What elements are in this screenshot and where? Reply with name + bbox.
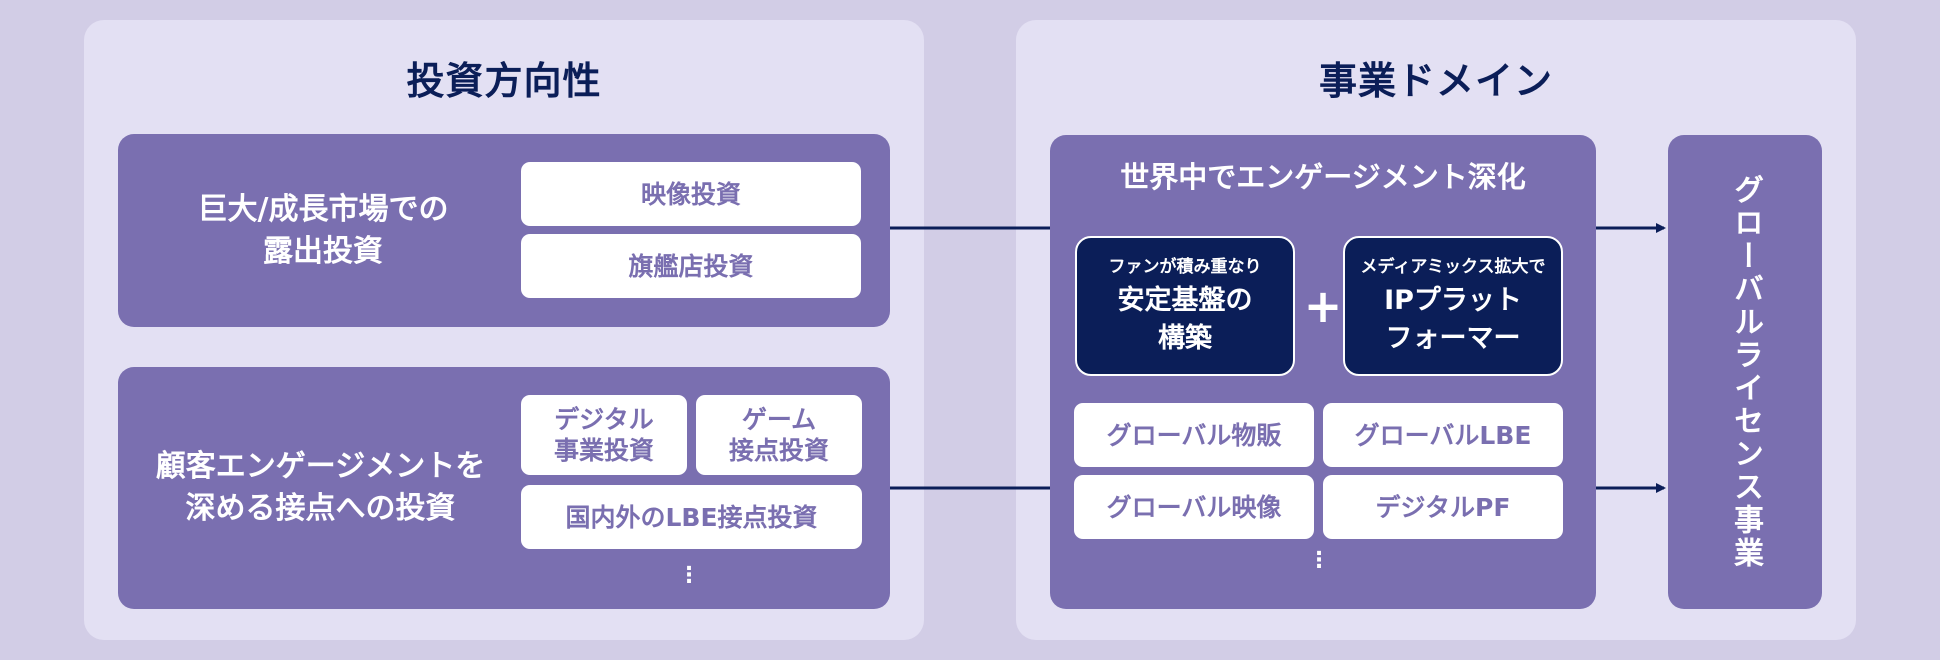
- ip-platformer-main: IPプラット フォーマー: [1384, 285, 1522, 354]
- exposure-investment-box: 巨大/成長市場での 露出投資 映像投資 旗艦店投資: [118, 134, 890, 327]
- flagship-store-investment-chip: 旗艦店投資: [521, 234, 861, 298]
- stable-foundation-sub: ファンが積み重なり: [1108, 257, 1262, 277]
- plus-icon: +: [1303, 279, 1343, 333]
- business-domain-title: 事業ドメイン: [1318, 59, 1553, 103]
- global-video-chip: グローバル映像: [1074, 475, 1314, 539]
- global-engagement-title: 世界中でエンゲージメント深化: [1120, 160, 1526, 194]
- engagement-touchpoint-investment-box: 顧客エンゲージメントを 深める接点への投資 デジタル 事業投資 ゲーム 接点投資…: [118, 367, 890, 609]
- engagement-touchpoint-investment-label: 顧客エンゲージメントを 深める接点への投資: [155, 449, 486, 526]
- investment-direction-title: 投資方向性: [406, 59, 602, 103]
- global-engagement-box: 世界中でエンゲージメント深化 ファンが積み重なり 安定基盤の 構築 + メディア…: [1050, 135, 1596, 609]
- digital-business-investment-chip: デジタル 事業投資: [521, 395, 687, 475]
- ip-platformer-sub: メディアミックス拡大で: [1360, 257, 1546, 277]
- ip-platformer-card: メディアミックス拡大で IPプラット フォーマー: [1343, 236, 1563, 376]
- global-license-business-label: グローバルライセンス事業: [1728, 174, 1763, 570]
- stable-foundation-card: ファンが積み重なり 安定基盤の 構築: [1075, 236, 1295, 376]
- video-investment-chip: 映像投資: [521, 162, 861, 226]
- game-touchpoint-investment-chip: ゲーム 接点投資: [696, 395, 862, 475]
- global-license-business-box: グローバルライセンス事業: [1668, 135, 1822, 609]
- stable-foundation-main: 安定基盤の 構築: [1117, 285, 1253, 354]
- global-merchandise-chip: グローバル物販: [1074, 403, 1314, 467]
- exposure-investment-label: 巨大/成長市場での 露出投資: [197, 191, 449, 269]
- lbe-touchpoint-investment-chip: 国内外のLBE接点投資: [521, 485, 862, 549]
- global-lbe-chip: グローバルLBE: [1323, 403, 1563, 467]
- digital-pf-chip: デジタルPF: [1323, 475, 1563, 539]
